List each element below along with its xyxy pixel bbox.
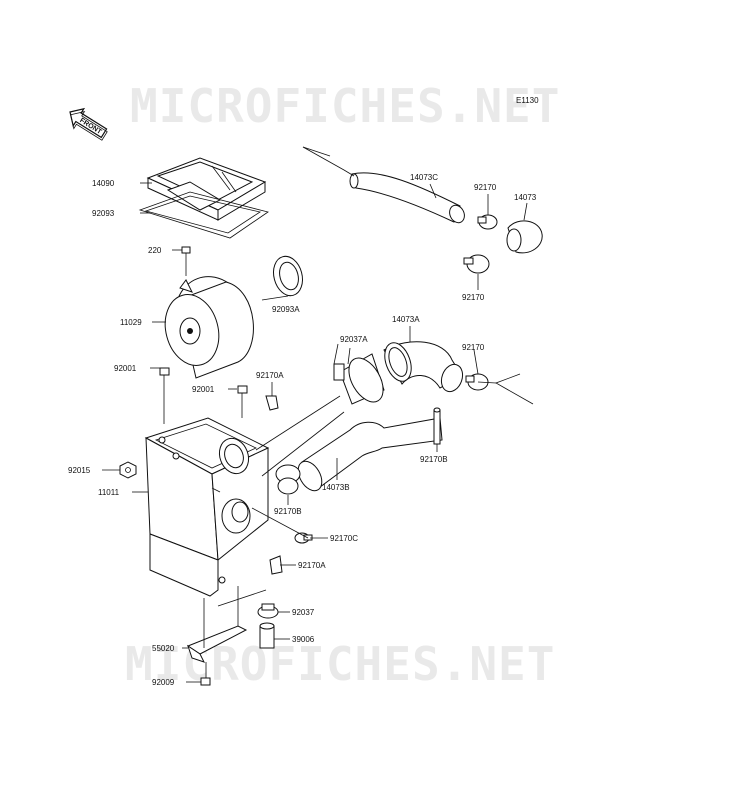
clamp-92170b-left-part	[275, 464, 301, 495]
bolt-92001-right-part	[237, 385, 248, 418]
label-92093a: 92093A	[272, 305, 300, 314]
bolt-220-part	[181, 246, 191, 276]
label-11011: 11011	[98, 488, 120, 497]
label-39006: 39006	[292, 635, 315, 644]
cap-14073-part	[506, 220, 543, 254]
label-92009: 92009	[152, 678, 175, 687]
filter-gasket-part	[138, 191, 269, 239]
leader-lines	[102, 146, 534, 683]
bolt-92001-left-part	[159, 367, 170, 424]
label-92170b-right: 92170B	[420, 455, 448, 464]
watermark-top: MICROFICHES.NET	[130, 79, 560, 133]
bolt-92009-part	[200, 662, 211, 686]
label-14090: 14090	[92, 179, 115, 188]
label-11029: 11029	[120, 318, 142, 327]
label-92093: 92093	[92, 209, 115, 218]
elbow-14073a-part	[383, 341, 464, 393]
duct-92037a-part	[333, 353, 385, 405]
label-14073a: 14073A	[392, 315, 420, 324]
label-14073: 14073	[514, 193, 537, 202]
label-14073c: 14073C	[410, 173, 438, 182]
label-92001-right: 92001	[192, 385, 215, 394]
label-92170a-upper: 92170A	[256, 371, 284, 380]
hose-14073c-part	[349, 172, 465, 224]
tube-39006-part	[259, 622, 275, 649]
label-92015: 92015	[68, 466, 91, 475]
clip-92170a-lower-part	[269, 555, 283, 575]
seal-92093a-part	[273, 255, 303, 297]
clamp-92170-top-part	[477, 214, 498, 230]
label-92037a: 92037A	[340, 335, 368, 344]
label-92170-low: 92170	[462, 293, 485, 302]
front-arrow-icon: FRONT	[69, 107, 108, 141]
clamp-92037-part	[257, 603, 279, 619]
label-92170-mid: 92170	[462, 343, 485, 352]
air-box-part	[144, 417, 270, 597]
label-220: 220	[148, 246, 162, 255]
label-92170a-lower: 92170A	[298, 561, 326, 570]
label-92037: 92037	[292, 608, 315, 617]
nut-92015-part	[119, 461, 137, 479]
label-92170b-left: 92170B	[274, 507, 302, 516]
label-92001-left: 92001	[114, 364, 137, 373]
label-14073b: 14073B	[322, 483, 350, 492]
filter-cover-part	[146, 157, 267, 221]
label-92170-top: 92170	[474, 183, 497, 192]
clamp-92170-low-part	[463, 254, 490, 274]
label-92170c: 92170C	[330, 534, 358, 543]
clamp-92170c-part	[294, 532, 313, 544]
clip-92170a-upper-part	[265, 395, 279, 411]
label-55020: 55020	[152, 644, 175, 653]
pin-92170b-right-part	[433, 407, 441, 445]
air-filter-part	[164, 276, 254, 379]
bracket-55020-part	[186, 586, 267, 663]
diagram-code: E1130	[516, 96, 539, 105]
